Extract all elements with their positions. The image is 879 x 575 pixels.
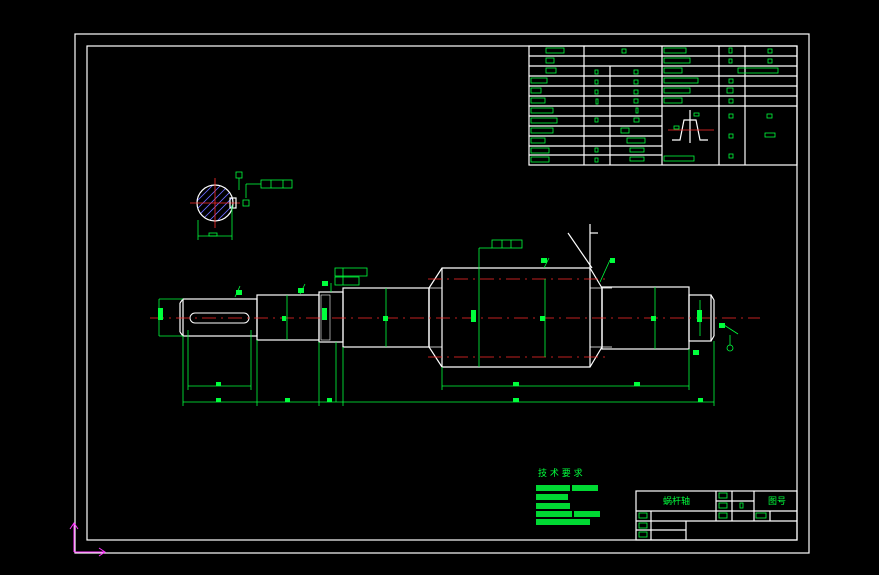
shaft-outline [179, 267, 715, 368]
outer-border [74, 33, 810, 554]
parameter-table [528, 45, 798, 166]
technical-requirements: 技 术 要 求 [536, 467, 600, 525]
section-view [190, 171, 293, 240]
title-block: 蜗杆轴 图号 [635, 490, 798, 541]
ucs-axis-icon [69, 522, 106, 557]
part-name: 蜗杆轴 [663, 495, 690, 507]
dimension-lines [158, 239, 739, 406]
leader-lines [567, 224, 598, 270]
inner-border [86, 45, 798, 541]
drawing-no-label: 图号 [768, 496, 786, 507]
dimension-texts [158, 258, 725, 402]
tech-req-title: 技 术 要 求 [538, 467, 583, 479]
